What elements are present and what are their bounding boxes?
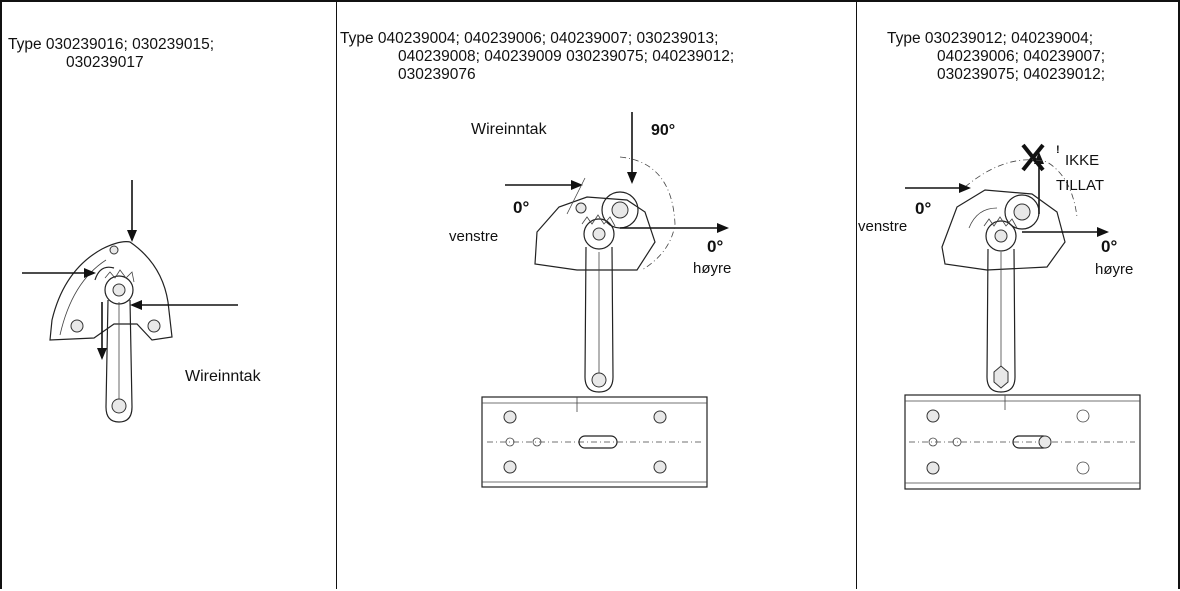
base-plate: [904, 394, 1141, 490]
base-plate: [481, 396, 708, 488]
arrowhead: [959, 183, 971, 193]
base-hole: [1076, 461, 1090, 475]
base-slot: [578, 435, 618, 449]
pivot-hole: [575, 202, 587, 214]
lever-end-nut: [993, 365, 1009, 389]
ratchet-hub: [985, 220, 1017, 252]
right-label: høyre: [1095, 261, 1133, 278]
panel-1-type-list: Type 030239016; 030239015; 030239017: [8, 36, 214, 72]
angle-0-right-label: 0°: [1101, 237, 1117, 256]
hub-axle: [112, 283, 126, 297]
angle-0-left-label: 0°: [513, 198, 529, 217]
base-hole: [532, 437, 542, 447]
bracket-plate: [49, 241, 173, 341]
mount-hole: [109, 245, 119, 255]
panel-3-type-line-2: 040239006; 040239007;: [937, 48, 1106, 65]
arrowhead: [130, 300, 142, 310]
panel-3-type-list: Type 030239012; 040239004; 040239006; 04…: [887, 30, 1105, 84]
rotation-arc: [619, 156, 676, 271]
panel-3: Type 030239012; 040239004; 040239006; 04…: [857, 0, 1180, 589]
exclamation-mark: !: [1056, 144, 1060, 156]
panel-1-bracket-drawing: Wireinntak: [22, 180, 262, 423]
base-hole: [653, 460, 667, 474]
left-label: venstre: [858, 218, 907, 235]
wire-inlet-label: Wireinntak: [185, 368, 262, 385]
ratchet-hub: [583, 218, 615, 250]
slot-bolt: [1038, 435, 1052, 449]
base-hole: [926, 409, 940, 423]
angle-guide: [566, 177, 586, 215]
panel-2-type-line-2: 040239008; 040239009 030239075; 04023901…: [398, 48, 735, 65]
arrowhead: [127, 230, 137, 242]
angle-0-left-label: 0°: [915, 199, 931, 218]
base-hole: [952, 437, 962, 447]
panel-2-type-list: Type 040239004; 040239006; 040239007; 03…: [340, 30, 734, 84]
drum: [1004, 194, 1040, 230]
panel-2: Type 040239004; 040239006; 040239007; 03…: [337, 0, 857, 589]
wire-inlet-label: Wireinntak: [471, 121, 548, 138]
base-hole: [503, 460, 517, 474]
arrowhead: [1097, 227, 1109, 237]
panel-1: Type 030239016; 030239015; 030239017: [0, 0, 337, 589]
angle-90-label: 90°: [651, 122, 675, 139]
mount-hole: [147, 319, 161, 333]
base-hole: [926, 461, 940, 475]
ratchet-teeth: [581, 214, 616, 227]
lever-arm: [105, 299, 133, 423]
pawl: [968, 207, 998, 229]
left-label: venstre: [449, 228, 498, 245]
lever-end-hole: [591, 372, 607, 388]
arrowhead: [84, 268, 96, 278]
mount-hole: [70, 319, 84, 333]
panel-3-type-line-1: Type 030239012; 040239004;: [887, 30, 1093, 47]
arrowhead: [571, 180, 583, 190]
ratchet-teeth: [104, 269, 135, 283]
panel-2-type-line-1: Type 040239004; 040239006; 040239007; 03…: [340, 30, 719, 47]
arrowhead: [627, 172, 637, 184]
angle-0-right-label: 0°: [707, 237, 723, 256]
hub-axle: [592, 227, 606, 241]
drum-axle: [1013, 203, 1031, 221]
plate-inner-edge: [59, 259, 107, 336]
base-hole: [928, 437, 938, 447]
lever-arm: [986, 248, 1016, 393]
lever-arm: [584, 246, 614, 393]
drum-axle: [611, 201, 629, 219]
panel-3-type-line-3: 030239075; 040239012;: [937, 66, 1106, 83]
base-hole: [1076, 409, 1090, 423]
forbidden-cross-icon: [1021, 143, 1045, 172]
pawl: [94, 266, 115, 281]
not-allowed-label-2: TILLAT: [1056, 177, 1104, 194]
panel-2-bracket-drawing: Wireinntak 90° 0° venstre 0° høyre: [449, 112, 731, 488]
base-hole: [503, 410, 517, 424]
panel-2-type-line-3: 030239076: [398, 66, 476, 83]
base-hole: [505, 437, 515, 447]
bracket-plate: [941, 189, 1066, 271]
arrowhead: [97, 348, 107, 360]
rotation-arc: [964, 159, 1078, 218]
right-label: høyre: [693, 260, 731, 277]
lever-end-hole: [111, 398, 127, 414]
panel-1-type-line-2: 030239017: [66, 54, 144, 71]
arrowhead: [717, 223, 729, 233]
base-hole: [653, 410, 667, 424]
panel-1-type-line-1: Type 030239016; 030239015;: [8, 36, 214, 53]
ratchet-teeth: [983, 216, 1018, 229]
hub-axle: [994, 229, 1008, 243]
not-allowed-label-1: IKKE: [1065, 152, 1099, 169]
panel-3-bracket-drawing: ! IKKE TILLAT 0° venstre 0°: [858, 143, 1141, 490]
